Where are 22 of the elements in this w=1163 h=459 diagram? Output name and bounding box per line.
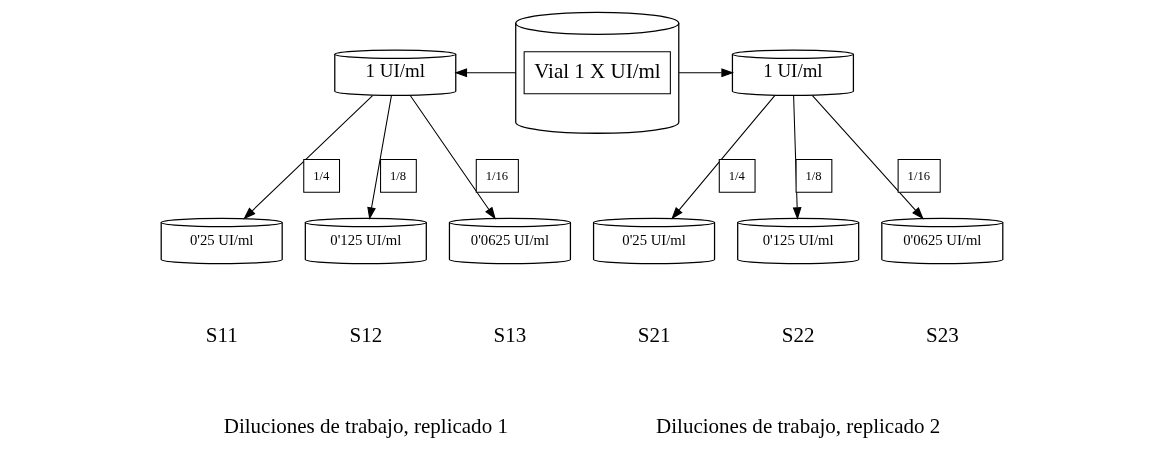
- node-label: S11: [205, 322, 238, 347]
- node-label: S23: [925, 322, 959, 347]
- edge-label: 1/16: [485, 168, 508, 183]
- label: Diluciones de trabajo, replicado 1: [223, 414, 508, 439]
- edge-label: 1/16: [907, 168, 930, 183]
- arrow: [670, 95, 775, 220]
- node-label: S12: [348, 322, 382, 347]
- node-label: S22: [781, 322, 815, 347]
- arrow: [792, 95, 802, 220]
- arrow: [453, 68, 516, 78]
- edge-label: 1/8: [389, 168, 406, 183]
- arrow: [811, 95, 924, 220]
- arrow: [242, 95, 373, 220]
- node-label: S13: [493, 322, 526, 347]
- arrow: [366, 95, 392, 220]
- edge-label: 1/4: [312, 168, 329, 183]
- label: Diluciones de trabajo, replicado 2: [655, 414, 940, 439]
- arrow: [409, 95, 496, 220]
- edge-label: 1/4: [728, 168, 745, 183]
- node-label: S21: [637, 322, 670, 347]
- edge-label: 1/8: [805, 168, 822, 183]
- arrow: [678, 68, 734, 78]
